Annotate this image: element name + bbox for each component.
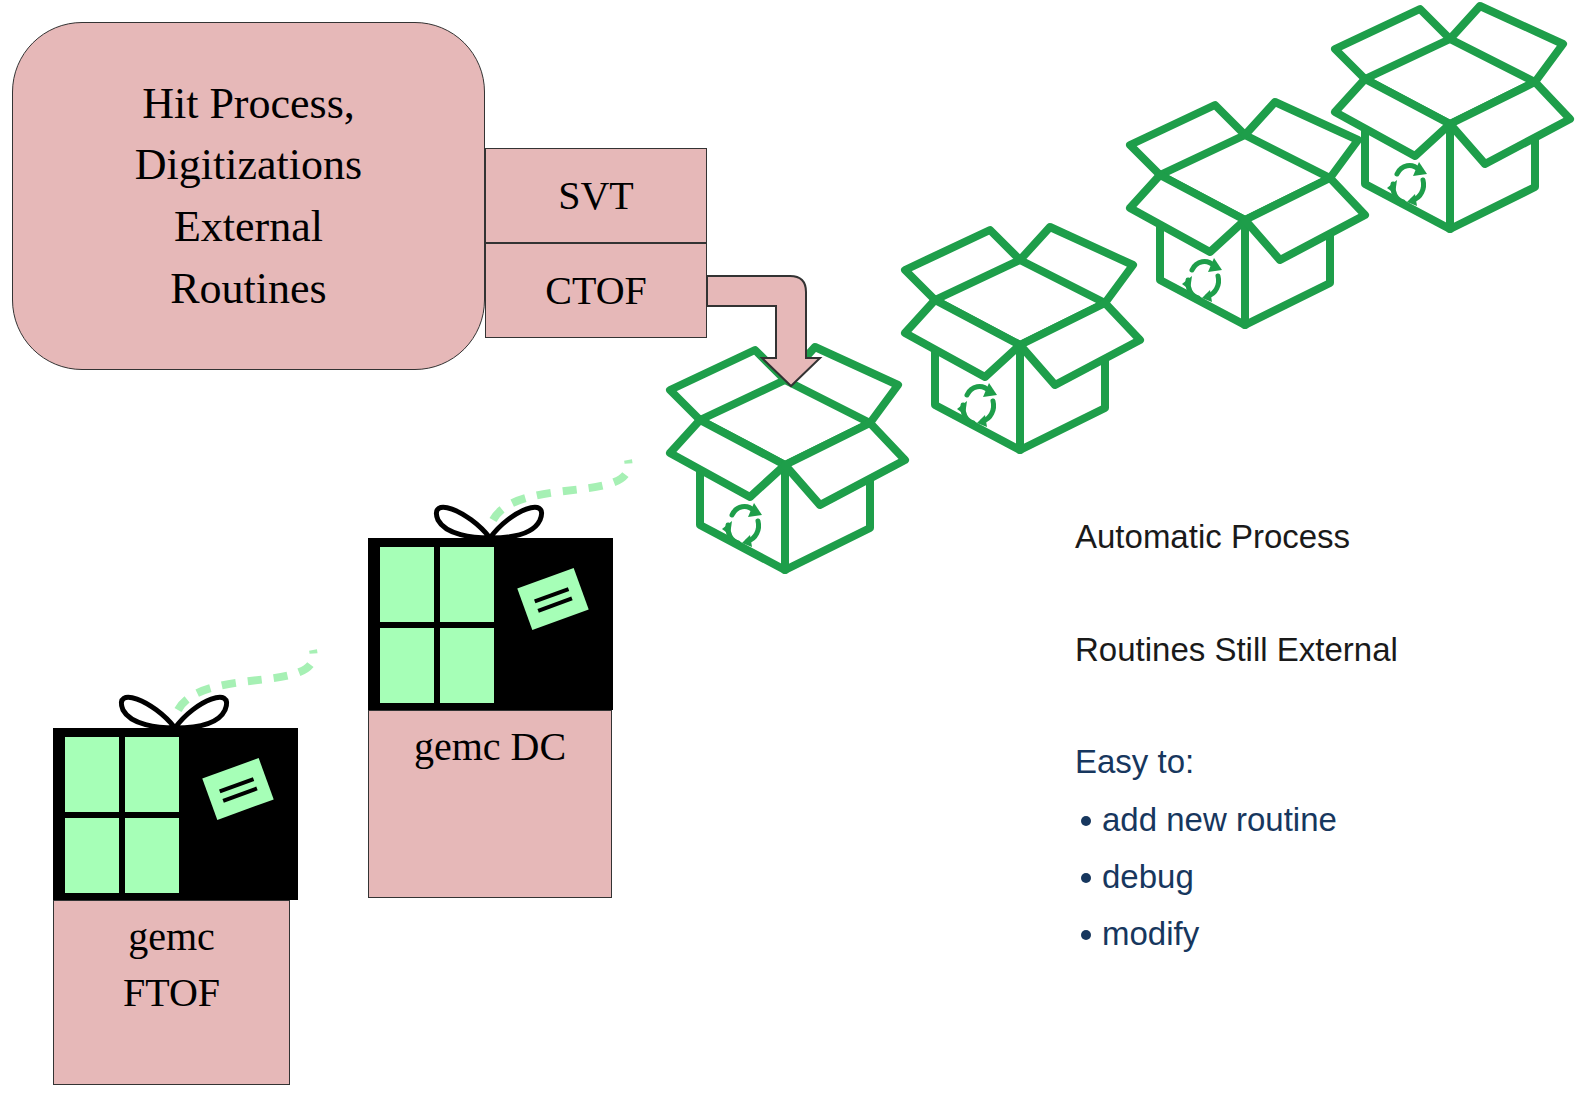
recycle-box — [1130, 102, 1365, 325]
list-item: add new routine — [1102, 800, 1337, 840]
box-label: SVT — [558, 168, 634, 224]
detector-box: CTOF — [485, 243, 707, 338]
box-label: gemc DC — [414, 719, 566, 775]
process-box: Hit Process, Digitizations External Rout… — [12, 22, 485, 370]
box-label: gemc FTOF — [97, 909, 247, 1021]
note-text: Automatic Process — [1075, 517, 1350, 557]
gift-icon — [53, 650, 314, 900]
bullets — [1081, 816, 1091, 940]
list-item: modify — [1102, 914, 1199, 954]
box-label: CTOF — [545, 263, 647, 319]
detector-box: SVT — [485, 148, 707, 243]
bullet — [1081, 816, 1091, 826]
list-item: debug — [1102, 857, 1194, 897]
box-label: Hit Process, Digitizations External Rout… — [99, 73, 399, 319]
plugin-box: gemc FTOF — [53, 900, 290, 1085]
recycle-box — [1335, 6, 1570, 229]
note-text: Routines Still External — [1075, 630, 1398, 670]
flow-arrow — [707, 276, 820, 386]
recycle-box — [905, 227, 1140, 450]
gift-icon — [368, 460, 629, 710]
bullet — [1081, 930, 1091, 940]
plugin-box: gemc DC — [368, 710, 612, 898]
bullet — [1081, 873, 1091, 883]
list-heading: Easy to: — [1075, 742, 1194, 782]
